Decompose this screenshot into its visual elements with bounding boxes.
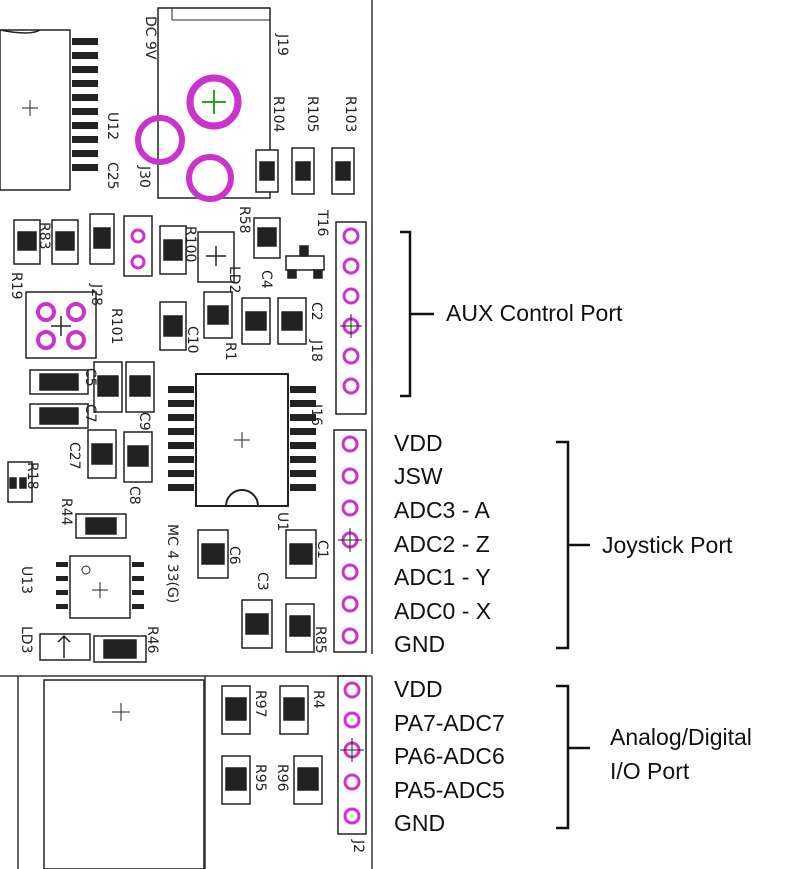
silk-u12: U12 bbox=[104, 112, 120, 140]
silk-r44: R44 bbox=[58, 498, 74, 526]
silk-j28: J28 bbox=[88, 283, 104, 306]
silk-r18: R18 bbox=[24, 462, 40, 490]
silk-r105: R105 bbox=[304, 96, 320, 132]
silk-c27: C27 bbox=[66, 442, 82, 470]
silk-c25: C25 bbox=[104, 162, 120, 190]
silk-r83: R83 bbox=[36, 222, 52, 250]
silk-r97: R97 bbox=[252, 690, 268, 718]
silk-j16: J16 bbox=[308, 403, 324, 426]
header-aux bbox=[335, 221, 367, 415]
silk-c7: C7 bbox=[82, 404, 98, 423]
silk-c10: C10 bbox=[184, 326, 200, 354]
silk-c8: C8 bbox=[126, 486, 142, 505]
aux-bracket bbox=[400, 230, 412, 398]
analog-pin-vdd: VDD bbox=[394, 676, 443, 702]
silkscreen-labels: DC 9V J19 R104 R105 R103 U12 C25 J30 R58… bbox=[8, 16, 366, 853]
silk-r46: R46 bbox=[144, 626, 160, 654]
u12-component bbox=[0, 29, 98, 191]
silk-c9: C9 bbox=[136, 412, 152, 431]
silk-dc: DC 9V bbox=[142, 16, 158, 60]
u1-ic bbox=[168, 373, 316, 507]
joystick-pin-adc1: ADC1 - Y bbox=[394, 564, 491, 590]
silk-ld3: LD3 bbox=[18, 626, 34, 654]
silk-c2: C2 bbox=[308, 302, 324, 321]
analog-bracket bbox=[556, 684, 570, 830]
analog-pin-pa7: PA7-ADC7 bbox=[394, 710, 505, 736]
analog-pin-gnd: GND bbox=[394, 810, 446, 836]
silk-c3: C3 bbox=[254, 572, 270, 591]
joystick-pin-adc2: ADC2 - Z bbox=[394, 531, 490, 557]
silk-mc: MC 4 33(G) bbox=[164, 524, 180, 603]
silk-r101: R101 bbox=[108, 308, 124, 344]
aux-port-title: AUX Control Port bbox=[446, 300, 623, 326]
silk-r100: R100 bbox=[182, 226, 198, 262]
analog-pin-pa6: PA6-ADC6 bbox=[394, 743, 505, 769]
silk-r4: R4 bbox=[310, 690, 326, 709]
silk-c4: C4 bbox=[258, 270, 274, 289]
silk-r96: R96 bbox=[274, 764, 290, 792]
silk-j18: J18 bbox=[308, 339, 324, 362]
silk-t16: T16 bbox=[314, 209, 330, 236]
silk-u1: U1 bbox=[274, 512, 290, 531]
dc-jack-j19 bbox=[135, 7, 271, 202]
silk-r58: R58 bbox=[236, 206, 252, 234]
silk-c6: C6 bbox=[226, 546, 242, 565]
silk-r85: R85 bbox=[312, 626, 328, 654]
silk-j30: J30 bbox=[136, 165, 152, 188]
smd-components bbox=[7, 147, 355, 805]
silk-r95: R95 bbox=[252, 764, 268, 792]
joystick-pin-gnd: GND bbox=[394, 631, 446, 657]
silk-r103: R103 bbox=[342, 96, 358, 132]
u13-ic bbox=[56, 555, 144, 619]
silk-c1: C1 bbox=[314, 540, 330, 559]
joystick-pin-jsw: JSW bbox=[394, 463, 443, 489]
analog-pin-pa5: PA5-ADC5 bbox=[394, 777, 505, 803]
silk-j2: J2 bbox=[350, 839, 366, 853]
board-outline bbox=[0, 0, 373, 869]
joystick-bracket bbox=[556, 440, 570, 650]
header-joystick bbox=[333, 429, 367, 653]
silk-ld2: LD2 bbox=[226, 266, 242, 294]
joystick-pin-adc0: ADC0 - X bbox=[394, 598, 492, 624]
brackets bbox=[400, 230, 590, 830]
silk-u13: U13 bbox=[18, 566, 34, 594]
silk-j19: J19 bbox=[274, 33, 290, 56]
joystick-pin-vdd: VDD bbox=[394, 430, 443, 456]
header-analog bbox=[337, 675, 367, 835]
silk-r1: R1 bbox=[222, 342, 238, 361]
lower-module bbox=[43, 679, 205, 869]
joystick-port-title: Joystick Port bbox=[602, 532, 733, 558]
silk-c5: C5 bbox=[82, 368, 98, 387]
silk-r19: R19 bbox=[8, 272, 24, 300]
analog-port-title-line2: I/O Port bbox=[610, 758, 690, 784]
silk-r104: R104 bbox=[270, 96, 286, 133]
joystick-pin-adc3: ADC3 - A bbox=[394, 497, 490, 523]
analog-port-title-line1: Analog/Digital bbox=[610, 724, 752, 750]
